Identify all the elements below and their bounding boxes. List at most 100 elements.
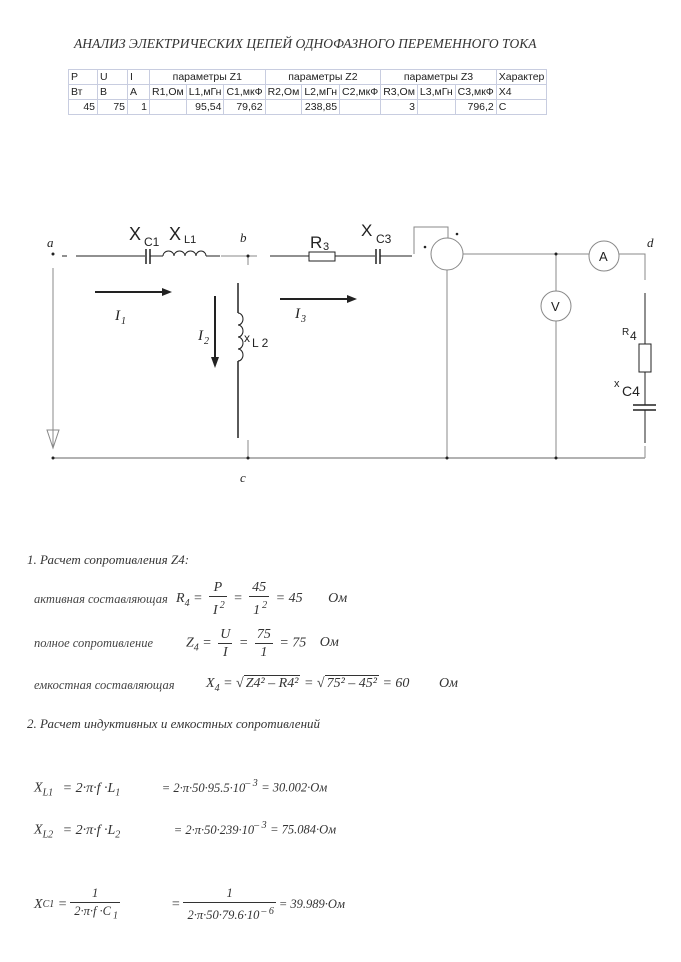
den-text: 2·π·50·79.6·10 [187,908,260,923]
table-cell [339,99,382,115]
result: = 39.989·Ом [278,897,345,912]
den: 2·π·50·79.6·10– 6 [183,903,275,924]
result: = 75 [279,635,307,651]
active-label: активная составляющая [34,591,168,606]
node-d-label: d [647,235,654,250]
voltmeter-label: V [551,299,560,314]
table-cell: C3,мкФ [454,84,497,100]
resistor-r4 [638,343,652,373]
formula: = 2·π·f ·L [62,822,116,838]
inductor-l1 [162,250,207,257]
node-a-dot [51,252,55,256]
lhs: X [34,780,43,796]
table-cell: 3 [380,99,418,115]
calc: = 2·π·50·95.5·10 [161,780,246,795]
table-cell [264,99,303,115]
xl2-equation: XL2 = 2·π·f ·L2 = 2·π·50·239·10– 3 = 75.… [34,820,336,840]
wire [619,253,646,280]
num: P [209,579,227,598]
sub: L1 [42,787,54,799]
unit: Ом [438,676,458,692]
inductor-l2 [237,312,244,362]
xl1-sub: L1 [184,234,196,246]
capacitive-row: емкостная составляющая X4 = √Z4² – R4² =… [34,672,458,698]
num: 1 [70,885,121,903]
i3-sub: 3 [300,314,306,325]
xl2-sub: L 2 [252,336,269,350]
xl1-label: X [169,224,181,244]
calc: = 2·π·50·239·10 [173,822,255,837]
table-cell: 238,85 [301,99,341,115]
node-c-dot [246,456,250,460]
sup: – 3 [245,778,258,789]
sub: L2 [42,829,54,841]
sub: 4 [193,642,199,654]
lhs: X [34,896,43,912]
sub: 1 [113,910,119,922]
den-text: I [213,602,218,618]
node-dot [445,456,449,460]
xc4-label: x [614,378,620,390]
root: 75² – 45² [324,675,379,692]
parameters-table: P U I параметры Z1 параметры Z2 параметр… [68,69,548,115]
table-cell: C [495,99,548,115]
sub: C1 [42,899,55,911]
i3-label: I [294,306,301,322]
num: 45 [249,579,270,598]
num: U [218,626,233,644]
ammeter-label: A [599,249,608,264]
sup: 2 [219,600,225,612]
table-row: 45 75 1 95,54 79,62 238,85 3 796,2 C [68,99,548,115]
i1-label: I [114,308,121,324]
xc3-sub: C3 [376,232,392,246]
ammeter-icon [588,240,620,272]
table-cell [149,99,187,115]
num: 75 [254,626,273,644]
sub: 4 [184,598,190,610]
unit: Ом [328,591,348,607]
den-text: 2·π·f ·C [74,904,112,918]
i1-sub: 1 [121,316,126,327]
node-dot [51,456,55,460]
sub: 4 [214,682,220,694]
result: = 30.002·Ом [261,780,328,795]
arrowhead [162,288,172,296]
i2-sub: 2 [204,336,209,347]
result: = 75.084·Ом [270,822,337,837]
xc1-label: X [129,224,141,244]
node-c-label: c [240,470,246,485]
sup: – 6 [261,906,274,918]
xc3-label: X [361,221,372,240]
table-cell: 79,62 [223,99,266,115]
den: 1 [260,644,268,660]
wattmeter-icon [430,237,464,271]
table-cell: R3,Ом [380,84,418,100]
node-b-dot [246,254,250,258]
xl2-label: x [244,331,250,345]
formula: = 2·π·f ·L [62,780,116,796]
sub: 1 [115,787,121,799]
arrowhead [347,295,357,303]
table-cell: 1 [127,99,150,115]
sub: 2 [115,829,121,841]
root: Z4² – R4² [243,675,301,692]
wattmeter-coil [413,226,449,254]
full-label: полное сопротивление [34,635,154,650]
wattmeter-mark [455,232,459,236]
node-b-label: b [240,230,247,245]
den-text: 1 [253,602,261,618]
